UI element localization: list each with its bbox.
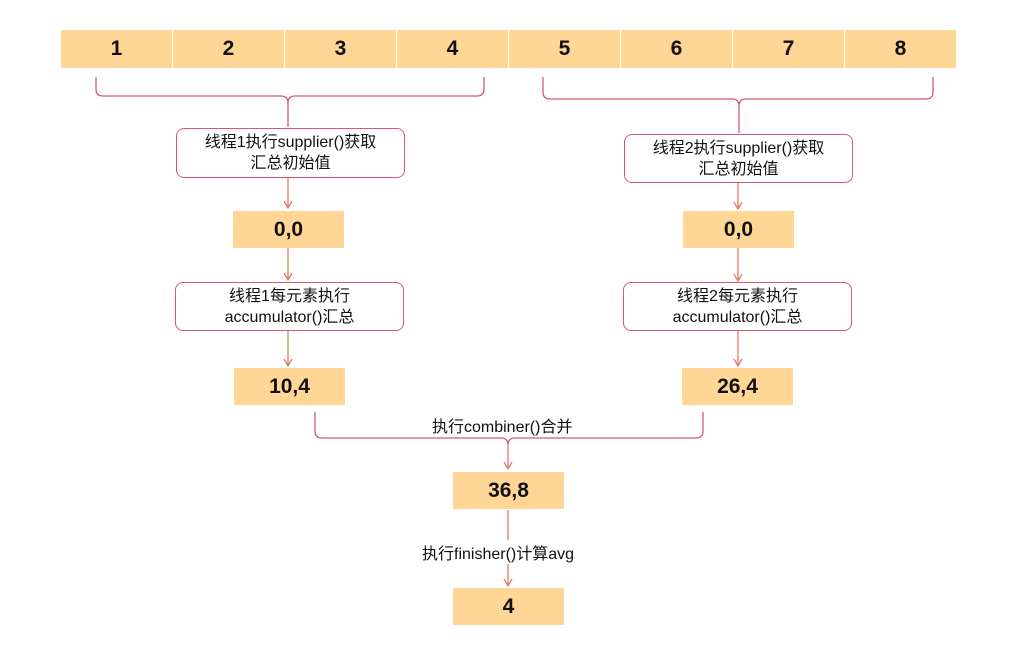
thread1-supplier-line1: 线程1执行supplier()获取	[204, 134, 377, 151]
element-cell: 2	[173, 30, 284, 68]
thread2-init-value: 0,0	[683, 211, 794, 248]
thread2-accumulator-line1: 线程2每元素执行	[677, 287, 798, 305]
thread2-supplier-step: 线程2执行supplier()获取 汇总初始值	[624, 134, 853, 183]
thread2-supplier-line2: 汇总初始值	[698, 160, 779, 178]
combiner-label: 执行combiner()合并	[432, 419, 573, 436]
element-cell: 3	[285, 30, 396, 68]
thread1-accumulator-step: 线程1每元素执行 accumulator()汇总	[175, 282, 404, 331]
element-cell: 4	[397, 30, 508, 68]
brace-thread1	[95, 77, 485, 104]
thread1-partial-result: 10,4	[234, 368, 345, 405]
thread1-accumulator-line1: 线程1每元素执行	[229, 287, 350, 305]
brace-thread2	[542, 77, 934, 107]
thread1-accumulator-line2: accumulator()汇总	[224, 308, 355, 326]
thread2-accumulator-line2: accumulator()汇总	[672, 308, 803, 326]
thread2-supplier-line1: 线程2执行supplier()获取	[652, 139, 825, 157]
final-result: 4	[453, 588, 564, 625]
thread1-supplier-line2: 汇总初始值	[250, 155, 331, 172]
thread1-supplier-step: 线程1执行supplier()获取 汇总初始值	[176, 128, 405, 178]
element-cell: 1	[61, 30, 172, 68]
element-cell: 7	[733, 30, 844, 68]
combined-result: 36,8	[453, 472, 564, 509]
thread2-accumulator-step: 线程2每元素执行 accumulator()汇总	[623, 282, 852, 331]
thread2-partial-result: 26,4	[682, 368, 793, 405]
element-cell: 6	[621, 30, 732, 68]
element-cell: 8	[845, 30, 956, 68]
element-cell: 5	[509, 30, 620, 68]
finisher-label: 执行finisher()计算avg	[420, 540, 577, 564]
thread1-init-value: 0,0	[233, 211, 344, 248]
